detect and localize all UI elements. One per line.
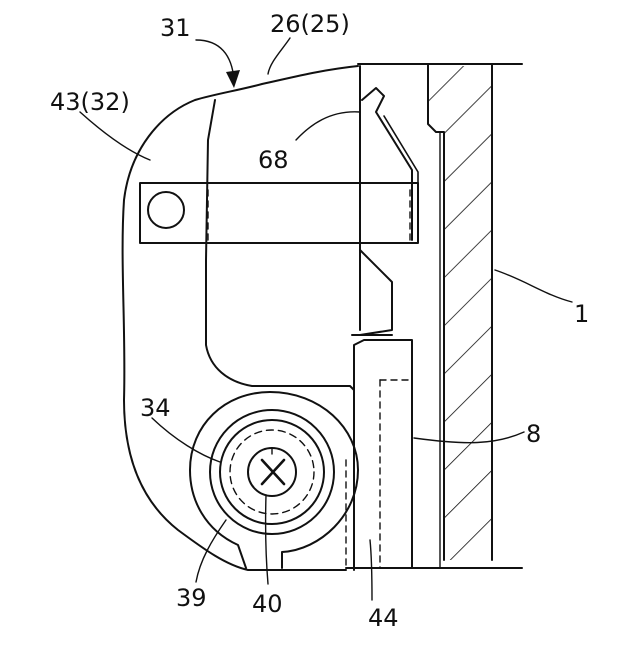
label-39: 39 xyxy=(176,584,207,612)
label-44: 44 xyxy=(368,604,399,632)
bar-with-hole xyxy=(140,183,418,243)
housing-outline xyxy=(123,66,358,570)
label-1: 1 xyxy=(574,300,589,328)
wall-part-1 xyxy=(346,60,522,570)
label-68: 68 xyxy=(258,146,289,174)
label-8: 8 xyxy=(526,420,541,448)
roller-assembly xyxy=(190,392,358,568)
bracket-region xyxy=(360,250,392,335)
label-31: 31 xyxy=(160,14,191,42)
spring-68 xyxy=(362,88,412,240)
label-43: 43(32) xyxy=(50,88,130,116)
leader-lines xyxy=(80,38,572,600)
label-40: 40 xyxy=(252,590,283,618)
label-26: 26(25) xyxy=(270,10,350,38)
label-34: 34 xyxy=(140,394,171,422)
inner-outline xyxy=(206,100,354,390)
